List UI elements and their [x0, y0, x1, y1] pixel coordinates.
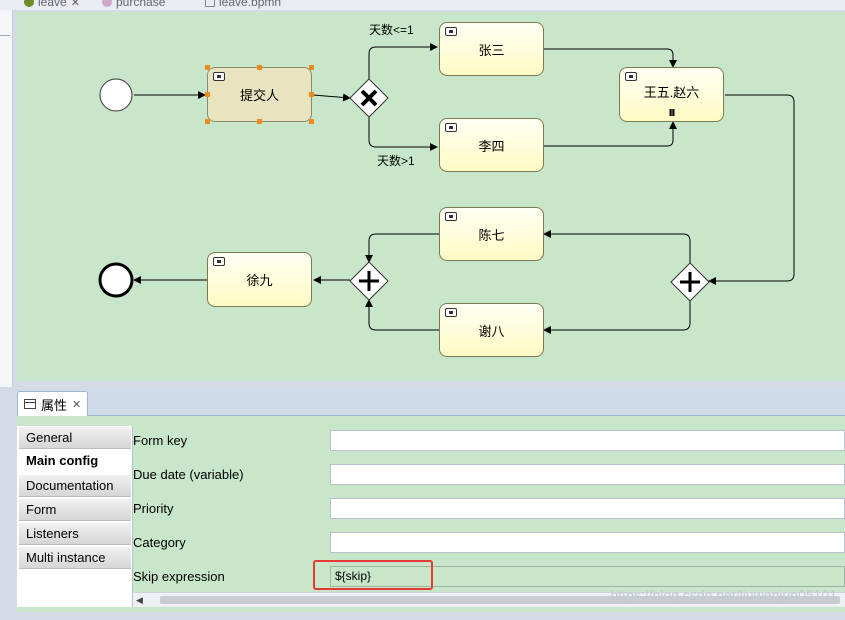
- end-event: [98, 262, 134, 298]
- editor-tab-leave[interactable]: leave ✕: [24, 0, 80, 10]
- flow-xieba-merge: [365, 299, 439, 331]
- selection-handle[interactable]: [205, 92, 210, 97]
- task-xieba[interactable]: 谢八: [439, 303, 544, 357]
- flow-wangwu-join: [708, 94, 795, 285]
- skip-expression-label: Skip expression: [133, 569, 225, 584]
- task-submit[interactable]: 提交人: [207, 67, 312, 122]
- due-date-input[interactable]: [330, 464, 845, 485]
- nav-main-config[interactable]: Main config: [19, 450, 131, 472]
- task-lisi[interactable]: 李四: [439, 118, 544, 172]
- due-date-label: Due date (variable): [133, 467, 244, 482]
- flow-split-chenqi: [543, 230, 691, 264]
- flow-lisi-wangwu: [544, 121, 677, 147]
- parallel-gateway-merge: [349, 261, 389, 301]
- selection-handle[interactable]: [205, 119, 210, 124]
- flow-condition-label: 天数>1: [377, 154, 415, 168]
- editor-tab-label: purchase: [116, 0, 166, 9]
- flow-submit-gateway: [312, 93, 351, 102]
- tab-properties[interactable]: 属性 ✕: [17, 391, 89, 416]
- nav-listeners[interactable]: Listeners: [19, 523, 131, 545]
- nav-general[interactable]: General: [19, 427, 131, 449]
- task-label: 徐九: [246, 273, 273, 288]
- flow-chenqi-merge: [365, 233, 439, 263]
- properties-view: 属性 ✕ General Main config Documentation F…: [17, 389, 845, 613]
- editor-tab-label: leave: [38, 0, 67, 9]
- close-icon[interactable]: ✕: [72, 398, 82, 411]
- selection-handle[interactable]: [257, 65, 262, 70]
- user-task-icon: [445, 308, 457, 317]
- status-strip: [0, 612, 845, 620]
- file-icon: [205, 0, 215, 7]
- user-task-icon: [625, 72, 637, 81]
- priority-label: Priority: [133, 501, 174, 516]
- properties-tab-bar: 属性 ✕: [17, 389, 845, 416]
- close-icon[interactable]: ✕: [70, 0, 80, 9]
- sequence-flows: [98, 43, 795, 334]
- task-label: 张三: [478, 42, 505, 58]
- nav-multi-instance[interactable]: Multi instance: [19, 547, 131, 569]
- editor-tab-label: leave.bpmn: [219, 0, 282, 9]
- editor-tab-bar: leave ✕ purchase leave.bpmn: [0, 0, 845, 10]
- nav-documentation[interactable]: Documentation: [19, 475, 131, 497]
- editor-tab-purchase[interactable]: purchase: [102, 0, 165, 10]
- flow-split-xieba: [543, 300, 691, 334]
- selection-handle[interactable]: [205, 65, 210, 70]
- task-zhangsan[interactable]: 张三: [439, 22, 544, 76]
- form-key-label: Form key: [133, 433, 188, 448]
- property-category-nav: General Main config Documentation Form L…: [17, 426, 133, 607]
- user-task-icon: [445, 123, 457, 132]
- task-label: 王五.赵六: [643, 85, 700, 100]
- flow-condition-label: 天数<=1: [369, 23, 414, 37]
- process-icon: [24, 0, 34, 7]
- task-label: 李四: [478, 138, 505, 154]
- watermark: https://blog.csdn.net/liuwenjun05101: [610, 587, 838, 603]
- flow-gateway-lisi: [368, 117, 438, 151]
- priority-input[interactable]: [330, 498, 845, 519]
- selection-handle[interactable]: [309, 119, 314, 124]
- task-chenqi[interactable]: 陈七: [439, 207, 544, 261]
- editor-tab-bpmn[interactable]: leave.bpmn: [205, 0, 281, 10]
- user-task-icon: [445, 27, 457, 36]
- properties-icon: [24, 399, 36, 409]
- parallel-gateway-split: [670, 262, 710, 302]
- process-icon: [102, 0, 112, 7]
- bpmn-canvas[interactable]: 提交人 张三 李四 王五.赵六 III 陈七 谢八 徐九 天数<=1 天数>1: [17, 12, 845, 381]
- task-xujiu[interactable]: 徐九: [207, 252, 312, 307]
- multi-instance-marker-icon: III: [668, 108, 675, 119]
- task-label: 谢八: [478, 323, 505, 339]
- task-label: 陈七: [478, 227, 505, 243]
- category-label: Category: [133, 535, 186, 550]
- scroll-left-icon[interactable]: ◀: [136, 595, 143, 605]
- form-key-input[interactable]: [330, 430, 845, 451]
- user-task-icon: [445, 212, 457, 221]
- selection-handle[interactable]: [257, 119, 262, 124]
- flow-zhangsan-wangwu: [544, 48, 677, 68]
- selection-handle[interactable]: [309, 65, 314, 70]
- user-task-icon: [213, 72, 225, 81]
- nav-form[interactable]: Form: [19, 499, 131, 521]
- scrollbar-thumb[interactable]: [160, 596, 840, 604]
- task-wangwu-zhaoliu[interactable]: 王五.赵六 III: [619, 67, 724, 122]
- user-task-icon: [213, 257, 225, 266]
- selection-handle[interactable]: [309, 92, 314, 97]
- flow-gateway-zhangsan: [368, 43, 438, 79]
- task-label: 提交人: [239, 88, 279, 103]
- tab-label: 属性: [41, 397, 68, 413]
- horizontal-scrollbar[interactable]: ◀: [133, 592, 845, 607]
- start-event: [99, 78, 133, 112]
- exclusive-gateway: [349, 78, 389, 118]
- category-input[interactable]: [330, 532, 845, 553]
- left-panel-strip: [0, 10, 13, 387]
- highlight-box: [313, 560, 433, 590]
